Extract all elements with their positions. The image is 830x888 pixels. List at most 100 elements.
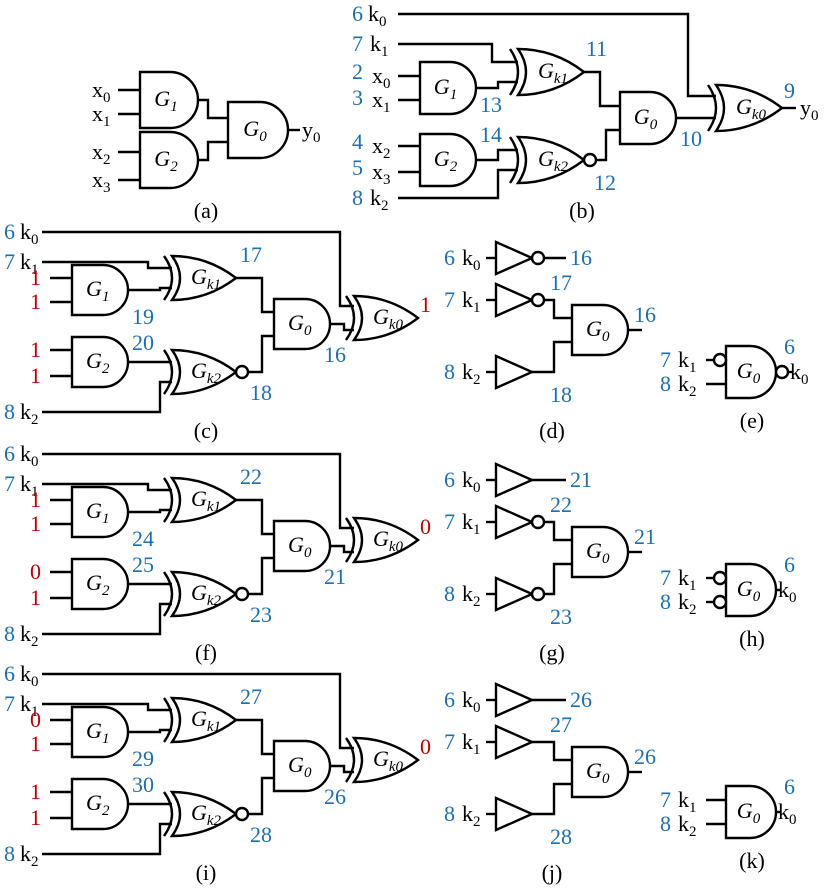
gate-G2	[70, 557, 130, 611]
x3-label: x3	[92, 167, 111, 196]
wire	[248, 776, 274, 816]
gate-G0-label: G0	[288, 752, 312, 781]
k2-label: k2	[20, 621, 39, 650]
node-12: 12	[594, 170, 616, 195]
gate-G2-label: G2	[434, 146, 458, 175]
input-x3: 1	[30, 363, 41, 388]
caption-d: (d)	[539, 418, 565, 443]
gate-Gk2	[515, 135, 586, 185]
node-k2: 8	[444, 801, 455, 826]
node-10: 10	[680, 126, 702, 151]
input-x3: 1	[30, 805, 41, 830]
x2-label: x2	[92, 139, 111, 168]
gate-G0	[724, 784, 778, 840]
wire-k0	[398, 12, 716, 98]
k0-label: k0	[462, 687, 481, 716]
node-Gk2: 23	[250, 602, 272, 627]
wire	[330, 322, 354, 332]
node-out-G0: 16	[634, 302, 656, 327]
input-x0: 1	[30, 265, 41, 290]
output-value: 1	[420, 292, 431, 317]
inverter-bubble	[712, 352, 728, 368]
gate-Gk1	[169, 696, 238, 744]
caption-i: (i)	[196, 860, 217, 885]
wire	[236, 718, 274, 756]
wire	[198, 140, 228, 162]
gate-G1-label: G1	[154, 86, 177, 115]
k1-label: k1	[20, 691, 39, 720]
node-5: 5	[352, 155, 363, 180]
gate-Gk0-xor-line	[345, 517, 356, 563]
caption-k: (k)	[739, 848, 765, 873]
k0-label: k0	[20, 441, 39, 470]
node-k2: 8	[660, 371, 671, 396]
gate-Gk1-xor-line	[163, 255, 174, 301]
k2-label: k2	[678, 811, 697, 840]
node-13: 13	[480, 92, 502, 117]
caption-c: (c)	[194, 418, 218, 443]
k0-label: k0	[462, 245, 481, 274]
caption-a: (a)	[194, 198, 218, 223]
node-k1: 7	[4, 249, 15, 274]
k0-label: k0	[20, 661, 39, 690]
input-x1: 1	[30, 511, 41, 536]
node-k1: 7	[4, 691, 15, 716]
gate-Gk2-xor-line	[163, 571, 174, 617]
node-out: 6	[784, 552, 795, 577]
gate-Gk1-label: Gk1	[191, 486, 221, 515]
node-11: 11	[586, 36, 607, 61]
gate-Gk1	[169, 254, 238, 302]
gate-G2-label: G2	[154, 146, 178, 175]
node-out: 6	[784, 774, 795, 799]
gate-Gk0-label: Gk0	[373, 526, 404, 555]
node-G1: 29	[132, 746, 154, 771]
gate-Gk0-xor-line	[345, 737, 356, 783]
gate-G0	[226, 100, 290, 160]
gate-G0-label: G0	[737, 576, 761, 605]
x2-label: x2	[372, 133, 391, 162]
gate-Gk2-label: Gk2	[191, 358, 222, 387]
node-out-k2: 18	[550, 382, 572, 407]
wire	[248, 334, 274, 374]
gate-G0-label: G0	[634, 104, 658, 133]
inverter-bubble	[712, 570, 728, 586]
inverter-bubble	[530, 586, 546, 602]
gate-G1-label: G1	[434, 74, 457, 103]
node-out-k2: 23	[550, 604, 572, 629]
caption-b: (b)	[569, 198, 595, 223]
node-k0: 6	[444, 245, 455, 270]
node-out-k1: 22	[550, 492, 572, 517]
gate-Gk1	[169, 476, 238, 524]
gate-G0	[618, 90, 678, 146]
k1-label: k1	[462, 287, 481, 316]
k0-label: k0	[790, 359, 809, 388]
inverter-bubble	[774, 364, 790, 380]
gate-G0	[272, 297, 332, 351]
inverter-bubble	[530, 250, 546, 266]
gate-G0-label: G0	[737, 798, 761, 827]
k2-label: k2	[462, 581, 481, 610]
wire-k2	[42, 380, 172, 414]
node-G0: 26	[324, 784, 346, 809]
gate-G0-label: G0	[737, 358, 761, 387]
wire	[476, 148, 518, 162]
gate-G1-label: G1	[86, 718, 109, 747]
wire-k1	[398, 42, 518, 64]
k0-label: k0	[778, 577, 797, 606]
gate-Gk1	[515, 47, 586, 97]
node-out-G0: 26	[634, 744, 656, 769]
wire-k0	[42, 452, 354, 530]
x0-label: x0	[92, 77, 111, 106]
node-k2: 8	[444, 359, 455, 384]
gate-Gk1-xor-line	[509, 48, 520, 96]
node-k0: 6	[444, 687, 455, 712]
y0-label: y0	[800, 95, 819, 124]
input-x1: 1	[30, 731, 41, 756]
wire	[532, 340, 572, 374]
gate-Gk0	[351, 294, 420, 342]
output-value: 0	[420, 514, 431, 539]
